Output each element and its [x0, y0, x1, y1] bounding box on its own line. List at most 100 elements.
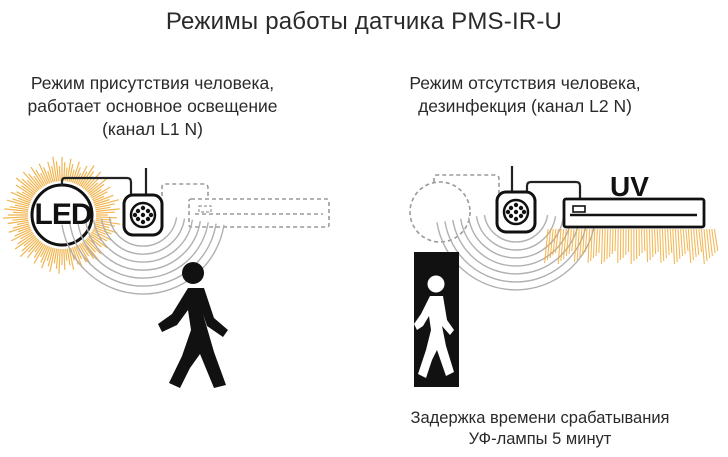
- uv-ray: [677, 228, 681, 260]
- glow-ray: [28, 239, 40, 253]
- lens-dot: [145, 208, 151, 214]
- footnote-line-1: Задержка времени срабатывания: [410, 409, 670, 427]
- uv-ray: [693, 228, 697, 258]
- uv-ray: [646, 228, 649, 263]
- glow-ray: [84, 171, 102, 191]
- uv-ray: [648, 228, 651, 261]
- left-caption-line-2: работает основное освещение: [27, 96, 278, 116]
- detection-arc: [92, 219, 194, 263]
- lens-dot: [518, 205, 524, 211]
- uv-ray: [713, 228, 719, 252]
- uv-ray: [598, 228, 601, 254]
- glow-ray: [47, 247, 54, 267]
- glow-ray: [8, 224, 30, 233]
- right-sensor: [495, 190, 537, 234]
- uv-ray: [711, 228, 716, 254]
- glow-ray: [40, 172, 48, 185]
- glow-ray: [10, 191, 32, 202]
- glow-ray: [95, 216, 117, 219]
- uv-ray: [552, 228, 557, 256]
- glow-ray: [23, 235, 36, 247]
- uv-ray: [565, 228, 570, 257]
- uv-ray: [563, 228, 567, 260]
- left-caption-line-1: Режим присутствия человека,: [30, 73, 275, 93]
- glow-ray: [92, 229, 114, 242]
- detection-arc: [467, 217, 565, 259]
- glow-ray: [17, 232, 34, 245]
- glow-ray: [4, 208, 29, 212]
- uv-ray: [587, 228, 591, 264]
- detection-arc: [483, 214, 549, 243]
- glow-ray: [16, 221, 29, 226]
- glow-ray: [94, 224, 118, 234]
- glow-ray: [14, 204, 29, 209]
- glow-ray: [14, 234, 35, 250]
- uv-ray: [687, 228, 692, 264]
- glow-ray: [16, 191, 32, 201]
- left-detection-arcs: [61, 217, 225, 295]
- walking-person-icon: [158, 262, 228, 388]
- glow-ray: [30, 166, 45, 187]
- lens-dot: [135, 216, 141, 222]
- uv-ray: [582, 228, 585, 256]
- glow-ray: [9, 206, 29, 211]
- glow-ray: [47, 161, 54, 183]
- detection-arc: [61, 224, 225, 295]
- glow-ray: [40, 245, 48, 258]
- inactive-led-lamp: [409, 181, 471, 243]
- uv-ray: [592, 228, 596, 259]
- uv-ray: [617, 228, 619, 264]
- glow-ray: [95, 218, 112, 221]
- glow-ray: [6, 199, 30, 207]
- glow-ray: [7, 219, 29, 225]
- uv-ray: [590, 228, 593, 262]
- led-wire: [60, 176, 133, 200]
- lens-dot: [505, 209, 511, 215]
- glow-ray: [35, 169, 46, 186]
- led-glow-rays: [3, 156, 121, 274]
- delay-footnote: Задержка времени срабатывания УФ-лампы 5…: [375, 408, 705, 450]
- uv-ray: [700, 228, 705, 265]
- glow-ray: [73, 246, 83, 269]
- uv-ray: [685, 228, 689, 252]
- glow-ray: [58, 248, 61, 274]
- inactive-uv-lamp: [188, 198, 330, 228]
- uv-ray: [680, 228, 684, 257]
- glow-ray: [95, 208, 120, 212]
- glow-ray: [40, 245, 49, 263]
- uv-ray: [643, 228, 646, 252]
- glow-ray: [90, 188, 102, 198]
- glow-ray: [86, 182, 99, 193]
- glow-ray: [79, 243, 90, 257]
- uv-ray: [656, 228, 659, 253]
- inactive-uv-lamp-cap: [198, 205, 212, 213]
- lens-dot: [148, 212, 154, 218]
- glow-ray: [94, 198, 110, 206]
- glow-ray: [66, 248, 71, 266]
- detection-arc: [444, 221, 588, 283]
- left-sensor: [122, 193, 164, 237]
- uv-ray: [614, 228, 617, 252]
- glow-ray: [43, 167, 51, 184]
- glow-ray: [15, 184, 34, 198]
- glow-ray: [76, 165, 88, 185]
- uv-ray: [568, 228, 572, 255]
- right-caption-line-2: дезинфекция (канал L2 N): [418, 96, 632, 116]
- detection-arc: [108, 217, 178, 247]
- glow-ray: [91, 186, 111, 199]
- glow-ray: [10, 229, 32, 242]
- glow-ray: [58, 166, 61, 182]
- glow-ray: [84, 239, 96, 253]
- glow-ray: [22, 171, 40, 191]
- inactive-uv-wire: [161, 183, 209, 198]
- glow-ray: [92, 191, 108, 201]
- glow-ray: [17, 197, 31, 204]
- detection-arc: [69, 223, 217, 287]
- lens-dot: [521, 209, 527, 215]
- glow-ray: [41, 246, 51, 269]
- uv-ray: [603, 228, 606, 263]
- glow-ray: [65, 167, 68, 182]
- glow-ray: [93, 226, 112, 235]
- uv-ray: [611, 228, 614, 255]
- glow-ray: [21, 178, 38, 193]
